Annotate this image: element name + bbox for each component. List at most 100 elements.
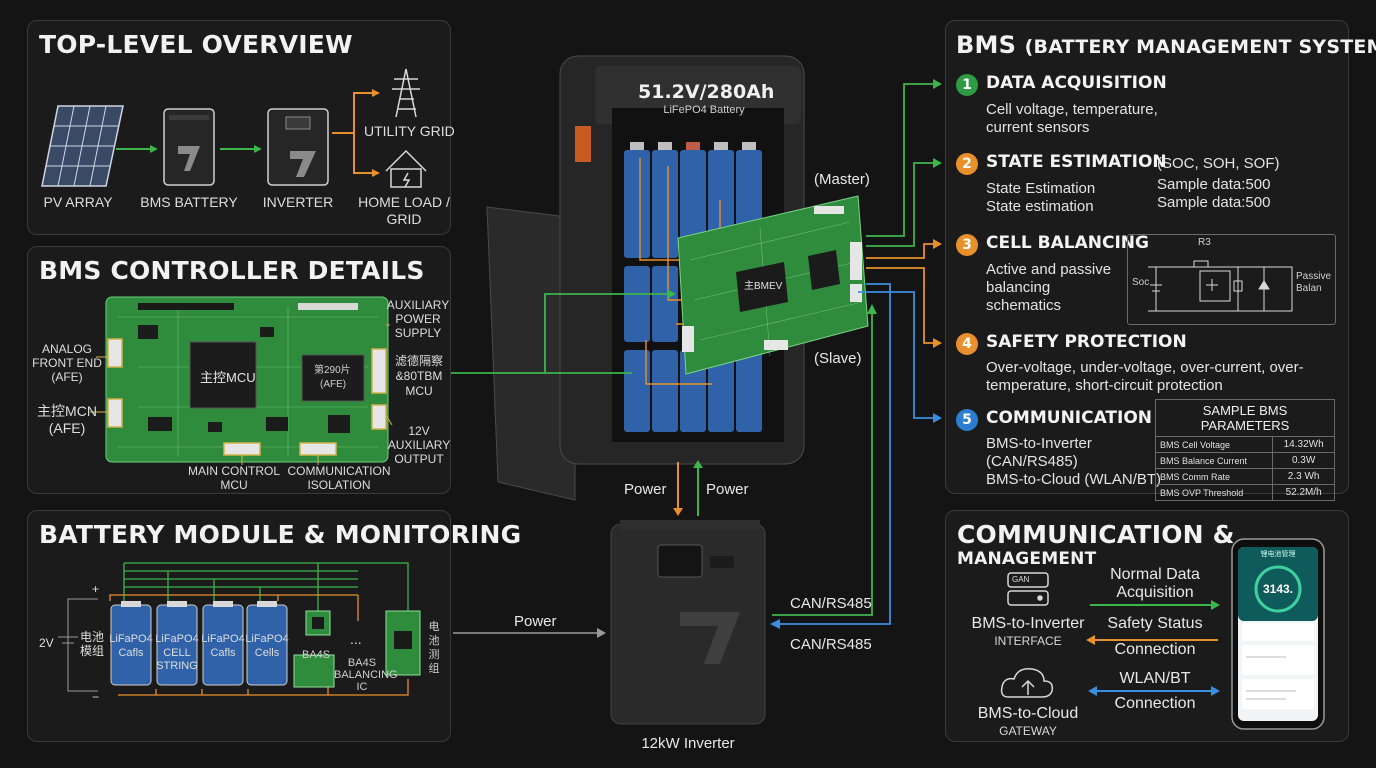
aux-supply-label-2: POWER — [395, 312, 441, 326]
slave-label: (Slave) — [814, 350, 862, 367]
param-key: BMS Comm Rate — [1154, 468, 1274, 485]
plus-label: + — [92, 582, 100, 596]
bms-title: BMS (BATTERY MANAGEMENT SYSTEM) — [956, 31, 1376, 59]
pack-label-1: 电池 — [79, 630, 104, 644]
step-1-line-1: Cell voltage, temperature, — [986, 101, 1158, 118]
battery-cells — [624, 142, 762, 432]
chip-mcu-label: 主控MCU — [200, 370, 256, 385]
step-3-line-2: balancing — [986, 279, 1051, 296]
side-label-4: 组 — [428, 663, 440, 675]
param-value: 14.32Wh — [1272, 436, 1335, 453]
comm-title-1: COMMUNICATION & — [957, 520, 1235, 549]
inverter-interface-label-1: BMS-to-Inverter — [971, 615, 1085, 632]
aux-output-label-1: 12V — [408, 424, 430, 438]
iso-mcu-label-2: &80TBM — [395, 369, 443, 383]
pack-label-2: 模组 — [79, 644, 104, 658]
schematic-passive-1: Passive — [1296, 271, 1332, 282]
balancing-label-3: IC — [356, 681, 368, 693]
battery-rating: 51.2V/280Ah — [638, 81, 775, 103]
param-key: BMS OVP Threshold — [1154, 484, 1274, 501]
cell-1-label-2: Cafls — [118, 647, 144, 659]
params-title: SAMPLE BMS PARAMETERS — [1155, 399, 1335, 437]
voltage-label: 2V — [39, 636, 54, 650]
step-5-line-1: BMS-to-Inverter — [986, 435, 1092, 452]
step-3-line-3: schematics — [986, 297, 1062, 314]
step-2-line-2: State estimation — [986, 198, 1094, 215]
inverter-caption: 12kW Inverter — [641, 735, 735, 752]
home-grid-label: GRID — [386, 211, 422, 227]
comm-diagram — [1000, 538, 1325, 730]
step-2-side-3: Sample data:500 — [1157, 194, 1271, 211]
inverter-label: INVERTER — [262, 194, 334, 210]
schematic-soc-label: Soc — [1132, 277, 1150, 288]
side-label-1: 电 — [428, 621, 440, 633]
can-top-label: CAN/RS485 — [790, 595, 872, 612]
utility-tower-icon — [392, 68, 420, 118]
cloud-gateway-label-2: GATEWAY — [999, 724, 1057, 738]
normal-data-label-2: Acquisition — [1116, 584, 1194, 601]
power-up-label: Power — [706, 481, 749, 498]
minus-label: − — [92, 690, 100, 704]
balancing-label-1: BA4S — [347, 657, 377, 669]
param-value: 52.2M/h — [1272, 484, 1335, 501]
main-control-label-1: MAIN CONTROL — [187, 464, 280, 478]
comm-iso-label-2: ISOLATION — [307, 478, 371, 492]
comm-iso-label-1: COMMUNICATION — [287, 464, 391, 478]
phone-header: 锂电池管理 — [1260, 551, 1296, 558]
cell-group — [110, 601, 288, 686]
module-title: BATTERY MODULE & MONITORING — [39, 520, 522, 549]
normal-data-label-1: Normal Data — [1110, 566, 1200, 583]
pv-array-icon — [41, 105, 124, 187]
param-value: 2.3 Wh — [1272, 468, 1335, 485]
overview-panel: TOP-LEVEL OVERVIEW — [27, 20, 455, 235]
step-5-line-2: (CAN/RS485) — [986, 453, 1078, 470]
comm-title-2: MANAGEMENT — [957, 549, 1097, 569]
afe-label-1: ANALOG — [41, 342, 92, 356]
module-panel: BATTERY MODULE & MONITORING — [27, 510, 521, 742]
inverter-interface-label-2: INTERFACE — [994, 634, 1062, 648]
wlan-label-2: Connection — [1114, 695, 1196, 712]
afe-label-3: (AFE) — [51, 370, 83, 384]
power-down-label: Power — [624, 481, 667, 498]
bms-battery-label: BMS BATTERY — [140, 194, 238, 210]
overview-diagram — [41, 68, 427, 188]
wlan-label-1: WLAN/BT — [1119, 670, 1191, 687]
param-value: 0.3W — [1272, 452, 1335, 469]
bms-panel: BMS (BATTERY MANAGEMENT SYSTEM) 1 DATA A… — [945, 20, 1376, 501]
bms-battery-icon — [163, 108, 215, 186]
comm-panel: COMMUNICATION & MANAGEMENT — [945, 510, 1349, 742]
battery-door — [486, 206, 576, 501]
interface-icon — [1007, 572, 1049, 606]
balancing-label-2: BALANCING — [334, 669, 398, 681]
aux-supply-label-1: AUXILIARY — [386, 298, 450, 312]
iso-mcu-label-3: MCU — [405, 384, 433, 398]
step-4-line-2: temperature, short-circuit protection — [986, 377, 1223, 394]
utility-grid-label: UTILITY GRID — [364, 123, 455, 139]
side-label-3: 测 — [428, 649, 440, 661]
cell-4-label-1: LiFaPO4 — [245, 633, 289, 645]
controller-title: BMS CONTROLLER DETAILS — [39, 256, 425, 285]
dots-label: ... — [350, 631, 362, 647]
main-control-label-2: MCU — [220, 478, 248, 492]
schematic-passive-2: Balan — [1296, 283, 1322, 294]
board-chip-label: 主BMEV — [744, 281, 783, 292]
step-5-badge: 5 — [956, 409, 978, 431]
step-3-badge: 3 — [956, 234, 978, 256]
iso-mcu-label-1: 滤德隔察 — [394, 354, 443, 368]
battery-cabinet — [559, 55, 805, 465]
inverter-box — [610, 523, 766, 725]
chip-afe-label-1: 第290片 — [314, 365, 351, 376]
cell-2-label-3: STRING — [156, 660, 198, 672]
cell-3-label-1: LiFaPO4 — [201, 633, 245, 645]
safety-status-label-2: Connection — [1114, 641, 1196, 658]
bms-title-paren: (BATTERY MANAGEMENT SYSTEM) — [1024, 36, 1376, 58]
phone-value: 3143. — [1262, 582, 1294, 596]
cloud-icon — [1000, 667, 1054, 698]
mcn-label-2: (AFE) — [48, 420, 86, 436]
inverter-icon — [267, 108, 329, 186]
step-2-head: STATE ESTIMATION — [986, 152, 1167, 172]
afe-label-2: FRONT END — [32, 356, 102, 370]
home-load-label: HOME LOAD / — [358, 194, 450, 210]
